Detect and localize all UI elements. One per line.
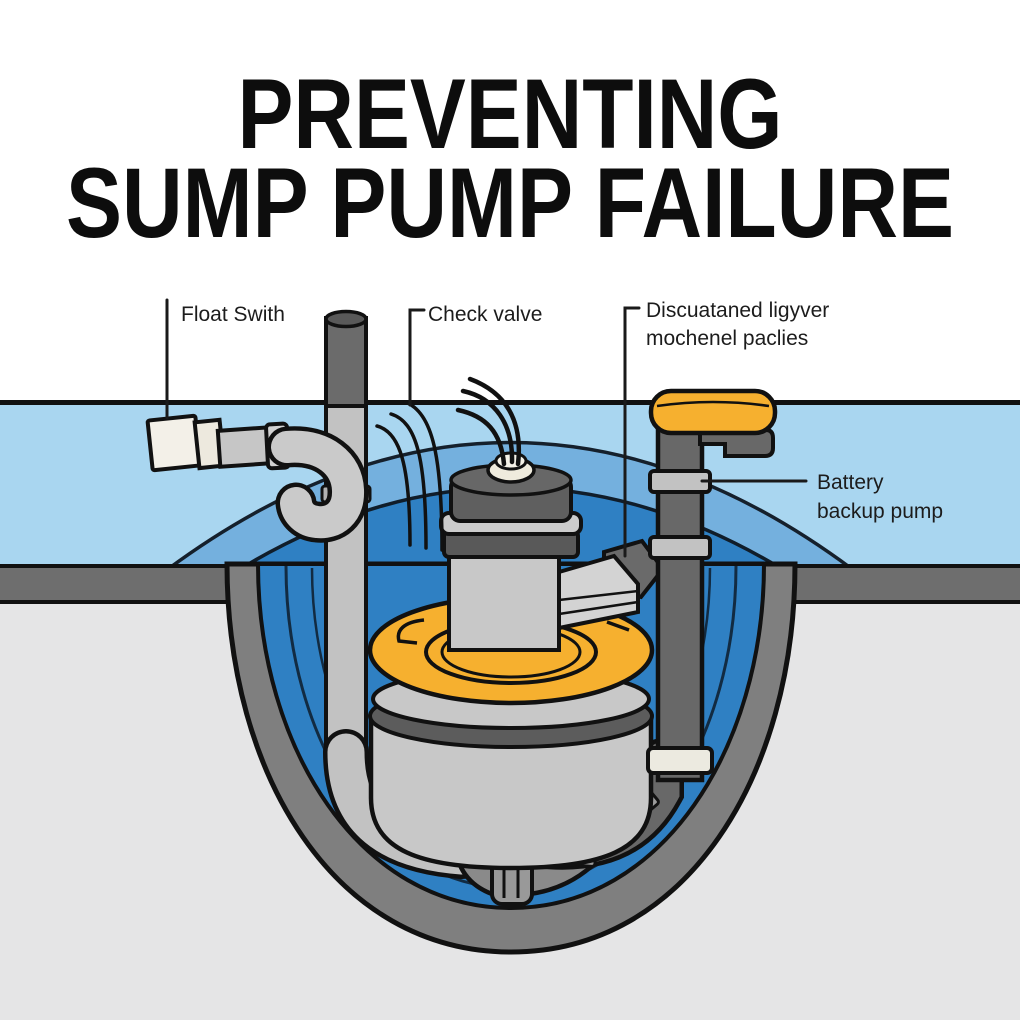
riser-white-collar [646,746,714,775]
title-line-1: PREVENTING [238,58,783,169]
lid-slot-left [396,618,425,645]
power-cord-1 [455,407,507,467]
label-battery-line1: Battery [817,471,884,494]
lid-slot-right [606,620,630,632]
battery-cap [648,388,778,436]
leader-check-valve [408,308,426,407]
riser-coupling-2 [648,535,712,560]
label-garbled-line2: mochenel paclies [646,327,808,350]
leader-lines [165,298,808,558]
basin-body [368,713,654,871]
pump-motor-body [447,552,561,652]
snout-lines [558,589,639,616]
title-line-2: SUMP PUMP FAILURE [66,147,954,258]
hook-pipe [271,430,364,539]
float-cable-arcs [375,400,444,552]
float-switch-body [145,413,203,473]
power-cord-2 [460,388,515,465]
text-layer: PREVENTING SUMP PUMP FAILURE Float Swith… [66,58,954,523]
label-garbled-line1: Discuataned ligyver [646,299,829,322]
cable-arc-2 [389,412,428,550]
label-float-switch: Float Swith [181,303,285,326]
battery-cap-line [656,400,770,408]
power-cord-3 [467,376,522,467]
float-switch-assembly [145,413,369,543]
label-check-valve: Check valve [428,303,542,326]
label-battery-line2: backup pump [817,500,943,523]
sump-pump [439,376,666,652]
battery-backup-assembly [646,388,778,783]
fitting-pipe [215,425,275,469]
cable-arc-1 [375,424,412,547]
riser-flange [698,428,775,458]
water-surface-line [0,400,1020,405]
cable-arc-3 [403,400,444,552]
pipe-above-water [324,316,368,412]
pipe-top-cap [324,309,368,329]
leader-garbled [623,306,641,558]
